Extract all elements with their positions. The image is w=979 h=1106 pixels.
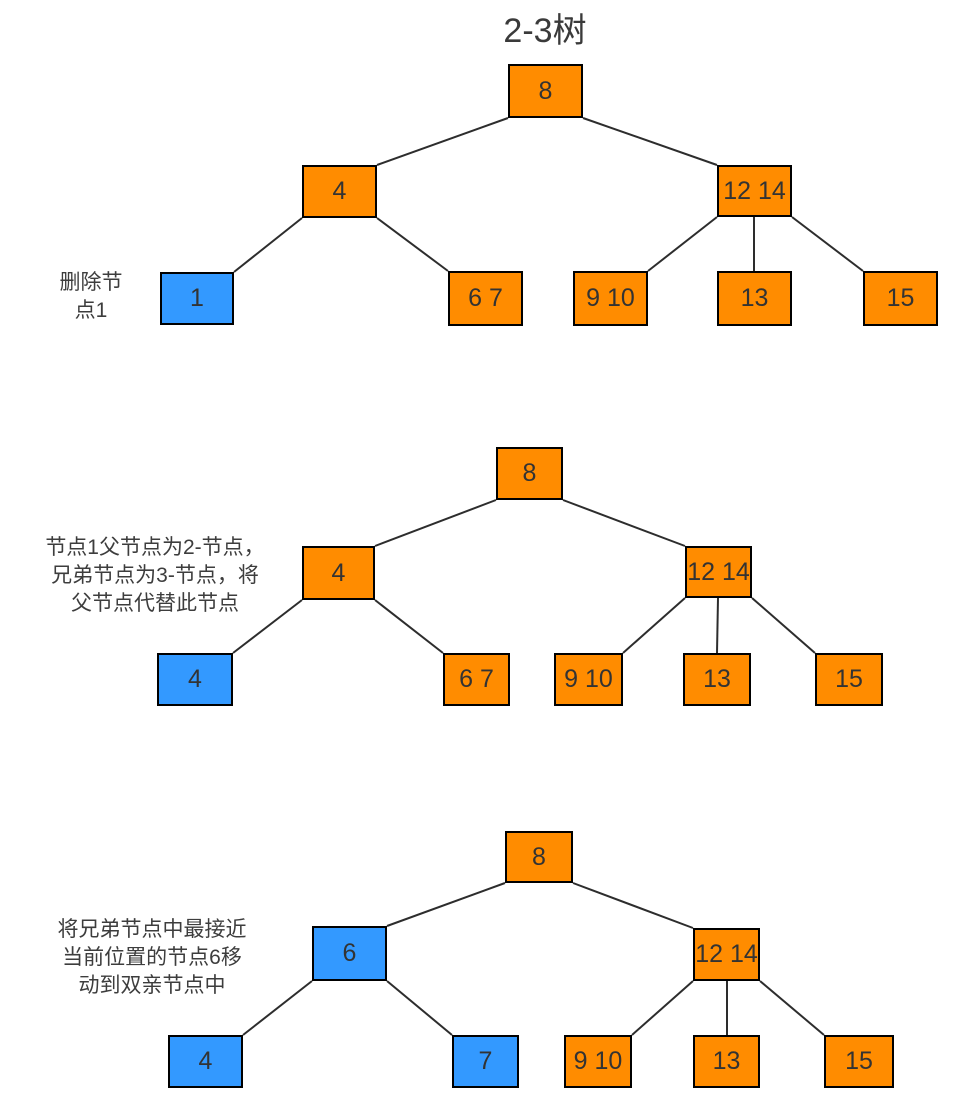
tree-node-normal: 12 14 [685,546,752,598]
tree-edge [622,597,686,654]
tree-node-highlight: 1 [160,272,234,325]
tree-node-normal: 8 [508,64,583,118]
step-label-line: 兄弟节点为3-节点，将 [51,564,259,587]
step-label-line: 父节点代替此节点 [71,592,239,615]
tree-edge [631,980,694,1036]
tree-node-normal: 6 7 [448,271,523,326]
tree-edge [572,882,694,929]
tree-edge [233,217,303,273]
tree-node-highlight: 4 [168,1035,243,1088]
tree-edge [374,499,497,547]
tree-node-normal: 15 [863,271,938,326]
tree-node-normal: 6 7 [443,653,510,706]
tree-edge [759,980,825,1036]
tree-edge [791,216,864,272]
tree-edge [376,217,449,272]
step-label-line: 当前位置的节点6移 [62,946,242,969]
tree-edge [376,117,509,166]
tree-node-normal: 4 [302,546,375,600]
tree-node-normal: 13 [693,1035,760,1088]
tree-edge [716,597,719,654]
tree-node-normal: 15 [824,1035,894,1088]
tree-node-highlight: 6 [312,926,387,981]
step-label: 删除节点1 [20,269,162,325]
tree-edge [386,980,453,1036]
tree-edge [751,597,816,654]
diagram-title: 2-3树 [503,12,587,50]
tree-node-normal: 15 [815,653,883,706]
step-label-line: 点1 [74,299,108,322]
tree-edge [374,599,444,654]
tree-edge [562,499,686,547]
tree-node-normal: 9 10 [573,271,648,326]
tree-node-normal: 13 [717,271,792,326]
step-label: 节点1父节点为2-节点， 兄弟节点为3-节点，将父节点代替此节点 [22,534,288,618]
tree-node-normal: 8 [496,447,563,500]
step-label-line: 将兄弟节点中最接近 [57,918,247,941]
tree-node-highlight: 4 [157,653,233,706]
tree-edge [242,980,313,1036]
step-label-line: 删除节 [59,271,123,294]
step-label-line: 节点1父节点为2-节点， [45,536,265,559]
tree-node-normal: 12 14 [717,165,792,217]
step-label-line: 动到双亲节点中 [78,974,226,997]
tree-edge [386,882,506,927]
tree-node-normal: 9 10 [564,1035,632,1088]
tree-node-normal: 13 [683,653,751,706]
tree-edge [582,117,718,166]
tree-node-normal: 8 [505,831,573,883]
tree-edge [647,216,718,272]
tree-node-normal: 12 14 [693,928,760,981]
tree-node-highlight: 7 [452,1035,519,1088]
tree-node-normal: 4 [302,165,377,218]
step-label: 将兄弟节点中最接近当前位置的节点6移动到双亲节点中 [30,916,274,1000]
tree-node-normal: 9 10 [554,653,623,706]
tree-edge [232,599,303,654]
